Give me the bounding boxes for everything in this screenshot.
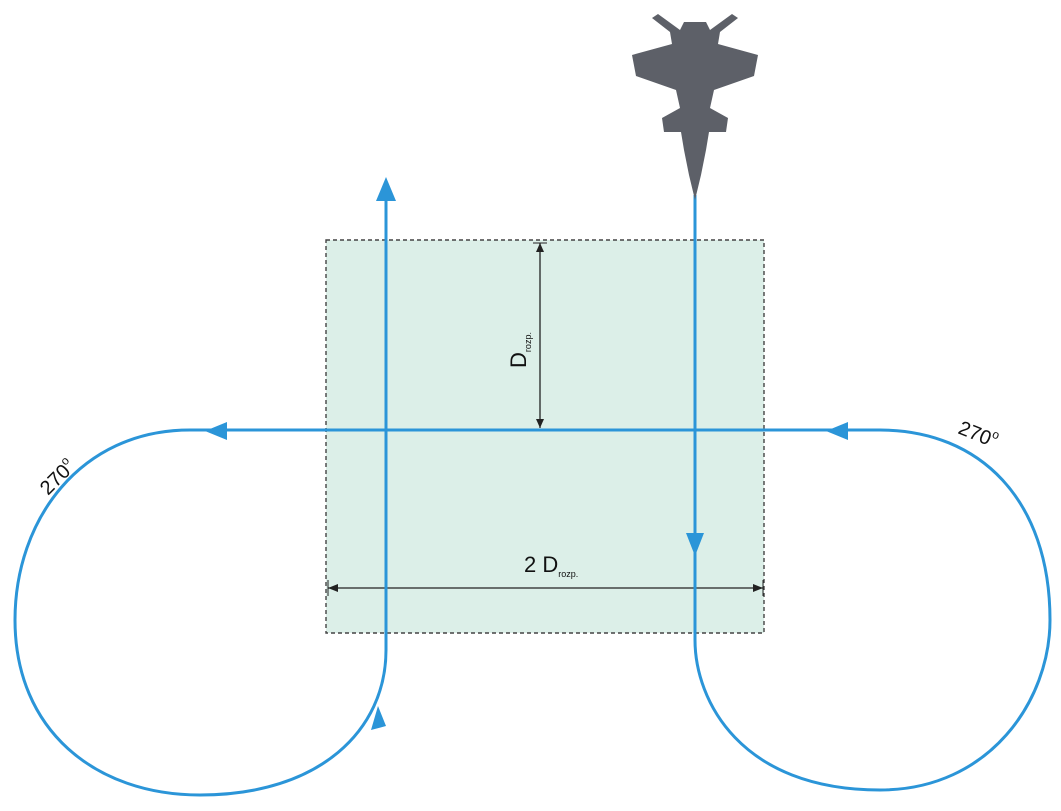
vertical-dimension <box>533 242 547 428</box>
horizontal-dim-prefix: 2 D <box>524 552 558 577</box>
svg-text:270o: 270o <box>34 453 80 499</box>
horizontal-dimension-label: 2 Drozp. <box>524 552 578 579</box>
left-turn-label: 270o <box>34 453 80 499</box>
flight-path <box>13 185 1052 797</box>
vertical-dim-main: D <box>506 352 531 368</box>
target-zone <box>325 239 765 634</box>
svg-text:270o: 270o <box>955 414 1002 452</box>
fighter-jet-icon <box>632 14 758 200</box>
path-left-loop <box>13 428 388 797</box>
arrow-up-icon <box>371 706 386 730</box>
arrow-left-icon <box>826 422 848 440</box>
horizontal-dim-sub: rozp. <box>558 569 578 579</box>
right-turn-value: 270 <box>955 417 994 450</box>
right-turn-label: 270o <box>955 414 1002 452</box>
arrow-left-icon <box>205 422 227 440</box>
vertical-dimension-label: Drozp. <box>506 332 533 368</box>
right-turn-unit: o <box>990 427 1002 443</box>
vertical-dim-sub: rozp. <box>523 332 533 352</box>
direction-arrows <box>205 177 848 730</box>
arrow-down-icon <box>686 533 704 556</box>
horizontal-dimension <box>327 580 764 596</box>
path-right-loop <box>693 428 1052 792</box>
svg-text:Drozp.: Drozp. <box>506 332 533 368</box>
arrow-up-icon <box>376 177 396 201</box>
